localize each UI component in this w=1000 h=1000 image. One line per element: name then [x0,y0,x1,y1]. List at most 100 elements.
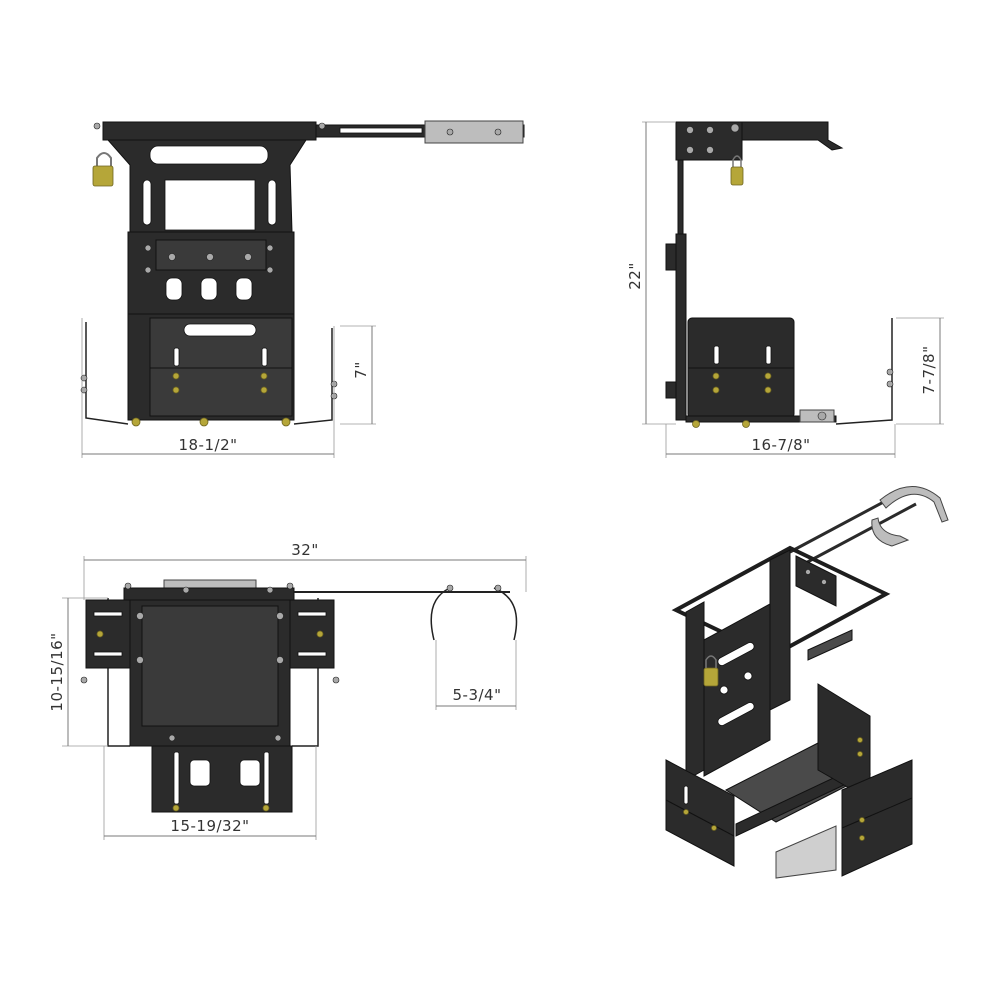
side-bolt [730,123,740,133]
front-wire-left [85,322,129,425]
side-wire-bolt [886,368,894,376]
top-lower-slot [263,751,270,805]
iso-back-slot [717,702,755,726]
side-tray-bolt [764,372,772,380]
top-lower-plate [151,745,293,813]
clamp-span-label: 5-3/4" [453,686,502,704]
front-clamp-bolt [446,128,454,136]
iso-bolt [711,825,717,831]
top-bolt [136,656,144,664]
side-base [685,415,837,423]
side-top-arm [741,121,844,151]
front-tray-bolt [172,372,180,380]
front-bolt [266,266,274,274]
front-tray-slot [261,347,268,367]
top-side-plate-right [289,599,335,669]
top-side-bolt [316,630,324,638]
front-tray-bolt [172,386,180,394]
iso-bolt [683,809,689,815]
top-wire-bolt [80,676,88,684]
top-side-slot [297,611,327,617]
top-side-plate-left [85,599,131,669]
front-height-dimension: 7" [340,325,376,425]
top-bolt [274,734,282,742]
front-arm-slot [339,127,423,134]
iso-arm-rail [799,502,917,568]
top-clamp-ring [430,587,518,641]
top-bolt [182,586,190,594]
top-lower-bolt [262,804,270,812]
side-padlock-icon [730,166,744,186]
iso-post-right [769,549,791,711]
front-side-slot [142,179,152,226]
top-bolt [266,586,274,594]
side-tray-slot [713,345,720,365]
top-bolt [276,656,284,664]
side-bolt [686,126,694,134]
iso-post-left [685,601,705,781]
iso-bolt [805,569,811,575]
front-width-dimension: 18-1/2" [81,318,335,458]
front-bolt [244,253,252,261]
front-bolt [206,253,214,261]
front-rail-bolt [93,122,101,130]
front-wire-bolt [80,386,88,394]
side-post-upper [677,159,684,235]
side-bolt [706,146,714,154]
front-wire-bolt [80,374,88,382]
front-foot [199,417,209,427]
iso-top-plate [795,555,837,607]
front-height-label: 7" [352,361,370,378]
side-width-label: 16-7/8" [751,436,810,454]
top-length-label: 32" [291,541,319,559]
top-side-bolt [96,630,104,638]
front-width-label: 18-1/2" [178,436,237,454]
top-bolt [124,582,132,590]
top-depth-label: 10-15/16" [48,632,66,711]
side-tray-bolt [764,386,772,394]
isometric-view [665,486,949,879]
side-bolt [706,126,714,134]
top-bolt [276,612,284,620]
front-view [80,120,525,427]
iso-left-side-plate [665,759,735,867]
side-tray-slot [765,345,772,365]
iso-seam [665,799,735,837]
top-width-label: 15-19/32" [170,817,249,835]
side-handle [799,409,835,423]
front-side-slot [267,179,277,226]
top-length-dimension: 32" [83,541,527,600]
iso-handle [807,629,853,661]
top-lower-bolt [172,804,180,812]
front-rail-bolt [318,122,326,130]
top-bolt [136,612,144,620]
top-side-slot [297,651,327,657]
front-bolt [144,244,152,252]
side-padlock-shackle-icon [732,155,742,168]
front-cutout [235,277,253,301]
top-depth-dimension: 10-15/16" [48,597,108,747]
iso-bolt [857,737,863,743]
padlock-shackle-icon [96,152,112,166]
side-wire-bolt [886,380,894,388]
side-wire [835,318,893,425]
iso-right-side-plate [841,759,913,877]
front-tray-slot [183,323,257,337]
top-side-slot [93,611,123,617]
iso-back-hole [743,671,753,681]
top-lower-slot [173,751,180,805]
top-clamp-bolt [446,584,454,592]
padlock-icon [92,165,114,187]
side-bolt [686,146,694,154]
top-view [80,579,518,813]
iso-back-slot [717,642,755,666]
front-foot [131,417,141,427]
iso-padlock-icon [703,667,719,687]
iso-pull-handle [775,825,837,879]
iso-bolt [859,835,865,841]
side-post-lower [675,233,687,421]
top-clamp-bolt [494,584,502,592]
side-post-tab [665,243,677,271]
iso-clamp-upper [879,486,949,523]
